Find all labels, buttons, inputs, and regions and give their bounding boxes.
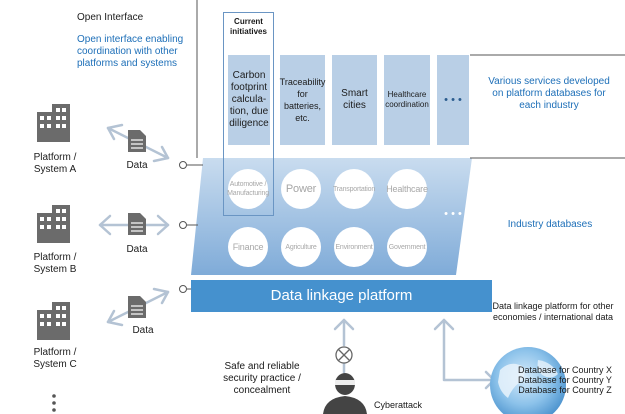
building-icon-a bbox=[37, 104, 70, 142]
system-a-label: Platform / System A bbox=[33, 152, 77, 175]
system-a-data-label: Data bbox=[126, 160, 148, 171]
industry-finance: Finance bbox=[228, 227, 268, 267]
document-icon-b bbox=[128, 213, 146, 235]
other-economies-label: Data linkage platform for other economie… bbox=[492, 301, 614, 322]
security-practice-label: Safe and reliable security practice / co… bbox=[223, 361, 301, 396]
country-y-database: Database for Country Y bbox=[518, 375, 612, 385]
industry-environment: Environment bbox=[334, 227, 374, 267]
service-smart-cities: Smart cities bbox=[332, 55, 377, 145]
service-carbon-footprint: Carbon footprint calcula-tion, due dilig… bbox=[228, 55, 270, 145]
industry-power: Power bbox=[281, 169, 321, 209]
system-c-label: Platform / System C bbox=[33, 347, 77, 370]
blocked-icon bbox=[335, 346, 353, 364]
industry-databases-label: Industry databases bbox=[507, 219, 593, 230]
service-healthcare-coordination: Healthcare coordination bbox=[384, 55, 430, 145]
system-b-data-label: Data bbox=[126, 244, 148, 255]
document-icon-a bbox=[128, 130, 146, 152]
industry-more: • • • bbox=[444, 208, 462, 220]
building-icon-b bbox=[37, 205, 70, 243]
services-description: Various services developed on platform d… bbox=[488, 76, 610, 111]
service-more: • • • bbox=[437, 55, 469, 145]
upward-arrows bbox=[333, 318, 496, 390]
system-c-data-label: Data bbox=[132, 325, 154, 336]
data-linkage-platform-bar: Data linkage platform bbox=[191, 280, 492, 312]
more-systems-dots bbox=[52, 394, 56, 412]
open-interface-title: Open Interface bbox=[77, 12, 144, 23]
cyberattack-label: Cyberattack bbox=[374, 400, 423, 410]
document-icon-c bbox=[128, 296, 146, 318]
industry-automotive: Automotive / Manufacturing bbox=[227, 169, 269, 209]
industry-agriculture: Agriculture bbox=[281, 227, 321, 267]
globe-icon bbox=[490, 347, 566, 414]
country-database-list: Database for Country X Database for Coun… bbox=[505, 365, 625, 395]
service-traceability: Traceability for batteries, etc. bbox=[280, 55, 325, 145]
open-interface-description: Open interface enabling coordination wit… bbox=[77, 34, 184, 69]
country-z-database: Database for Country Z bbox=[518, 385, 612, 395]
country-x-database: Database for Country X bbox=[517, 365, 613, 375]
industry-transportation: Transportation bbox=[333, 169, 375, 209]
industry-government: Government bbox=[387, 227, 427, 267]
system-b-label: Platform / System B bbox=[33, 252, 77, 275]
current-initiatives-frame bbox=[223, 12, 274, 216]
hacker-icon bbox=[323, 373, 367, 414]
building-icon-c bbox=[37, 302, 70, 340]
current-initiatives-label: Current initiatives bbox=[230, 17, 267, 36]
industry-healthcare: Healthcare bbox=[386, 169, 428, 209]
